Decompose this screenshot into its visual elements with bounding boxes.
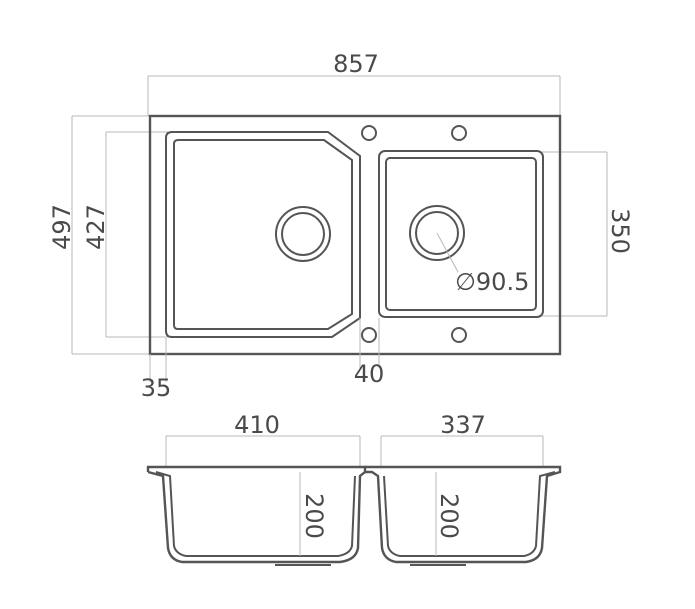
sink-outline xyxy=(148,114,562,356)
side-profile-outer xyxy=(146,465,367,564)
tap-hole-top-left xyxy=(361,125,377,141)
large-bowl-width-label: 410 xyxy=(234,411,280,439)
side-profile-small-inner xyxy=(383,471,556,557)
tap-hole-top-right xyxy=(451,125,467,141)
total-width-label: 857 xyxy=(333,50,379,78)
small-bowl-inner xyxy=(385,157,537,311)
divider-width-label: 40 xyxy=(354,360,385,388)
tap-hole-bottom-left xyxy=(361,327,377,343)
large-bowl-inner xyxy=(173,139,353,330)
side-profile-small-outer xyxy=(365,465,562,564)
small-bowl-height-label: 350 xyxy=(606,208,634,254)
drain-leader-line xyxy=(436,232,459,273)
bowl-height-label: 427 xyxy=(82,204,110,250)
side-view: 410 337 200 200 xyxy=(146,411,562,566)
large-bowl-depth-label: 200 xyxy=(300,493,328,539)
large-bowl-drain-inner xyxy=(281,212,325,256)
drain-diameter-label: ∅90.5 xyxy=(455,268,529,296)
top-view: 857 497 427 350 ∅90.5 xyxy=(48,50,634,402)
small-bowl-outer xyxy=(378,150,544,318)
large-bowl-outer xyxy=(165,131,361,338)
tap-hole-bottom-right xyxy=(451,327,467,343)
side-profile-large-inner xyxy=(155,471,356,557)
total-height-label: 497 xyxy=(48,204,76,250)
small-bowl-depth-label: 200 xyxy=(435,493,463,539)
edge-offset-label: 35 xyxy=(141,374,172,402)
small-bowl-width-label: 337 xyxy=(440,411,486,439)
